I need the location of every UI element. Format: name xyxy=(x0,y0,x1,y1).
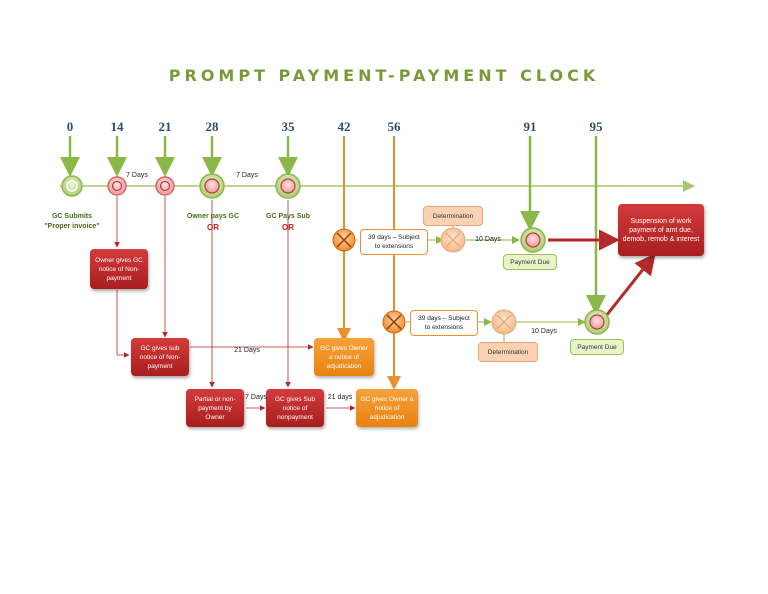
node-day-35 xyxy=(275,173,301,199)
determination-box-2: Determination xyxy=(478,342,538,362)
day-label-42: 42 xyxy=(337,119,351,134)
node-day-95 xyxy=(584,309,610,335)
node-day-21 xyxy=(155,176,175,196)
ten-days-label-b: 10 Days xyxy=(531,328,557,335)
orange-x-node-2 xyxy=(382,310,406,334)
day-label-14: 14 xyxy=(110,119,124,134)
twenty-one-days-label-a: 21 Days xyxy=(234,347,260,354)
day-label-35: 35 xyxy=(281,119,295,134)
gc-gives-sub-notice-box: GC gives sub notice of Non-payment xyxy=(131,338,189,376)
determination-box-1: Determination xyxy=(423,206,483,226)
or-label-1: OR xyxy=(207,223,219,232)
payment-due-box-2: Payment Due xyxy=(570,339,624,355)
peach-x-node-1 xyxy=(440,227,466,253)
day-label-91: 91 xyxy=(523,119,537,134)
diagram-title: PROMPT PAYMENT-PAYMENT CLOCK xyxy=(168,66,600,85)
day-label-95: 95 xyxy=(589,119,603,134)
gc-gives-sub-nonpayment-box: GC gives Sub notice of nonpayment xyxy=(266,389,324,427)
peach-x-node-2 xyxy=(491,309,517,335)
orange-x-node-1 xyxy=(332,228,356,252)
proper-invoice-label: "Proper invoice" xyxy=(44,223,100,230)
gc-gives-owner-adjudication-box-1: GC gives Owner a notice of adjudication xyxy=(314,338,374,376)
gc-submits-label: GC Submits xyxy=(51,213,93,220)
or-label-2: OR xyxy=(282,223,294,232)
node-day-28 xyxy=(199,173,225,199)
payment-due-box-1: Payment Due xyxy=(503,254,557,270)
suspension-of-work-box: Suspension of work payment of amt due, d… xyxy=(618,204,704,256)
seven-days-label-b: 7 Days xyxy=(236,172,258,179)
partial-non-payment-box: Partial or non-payment by Owner xyxy=(186,389,244,427)
twenty-one-days-label-b: 21 days xyxy=(327,394,353,401)
seven-days-label-c: 7 Days xyxy=(245,394,267,401)
node-day-91 xyxy=(520,227,546,253)
day-label-28: 28 xyxy=(205,119,219,134)
day-label-0: 0 xyxy=(66,119,74,134)
ten-days-label-a: 10 Days xyxy=(475,236,501,243)
gc-pays-sub-label: GC Pays Sub xyxy=(266,213,310,220)
node-day-0 xyxy=(61,175,83,197)
seven-days-label-a: 7 Days xyxy=(126,172,148,179)
subject-to-extensions-box-1: 39 days – Subject to extensions xyxy=(360,229,428,255)
day-label-21: 21 xyxy=(158,119,172,134)
owner-gives-notice-box: Owner gives GC notice of Non-payment xyxy=(90,249,148,289)
gc-gives-owner-adjudication-box-2: GC gives Owner a notice of adjudication xyxy=(356,389,418,427)
subject-to-extensions-box-2: 39 days – Subject to extensions xyxy=(410,310,478,336)
node-day-14 xyxy=(107,176,127,196)
day-label-56: 56 xyxy=(387,119,401,134)
owner-pays-gc-label: Owner pays GC xyxy=(186,213,240,220)
